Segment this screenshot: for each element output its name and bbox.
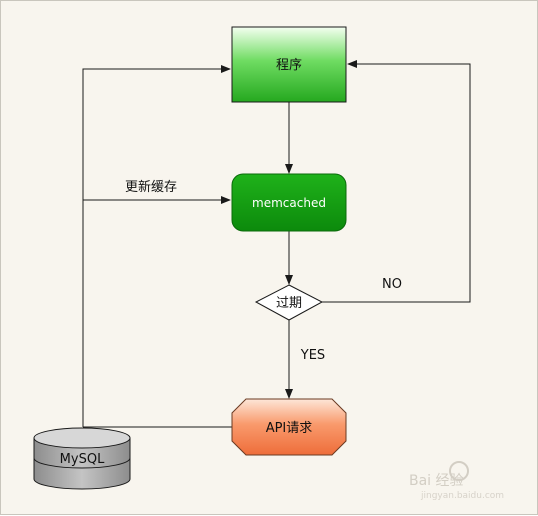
watermark-sub: jingyan.baidu.com (420, 491, 504, 501)
edge-expired-to-program (322, 60, 471, 303)
node-mysql-label: MySQL (60, 452, 105, 467)
node-mysql: MySQL (33, 427, 131, 490)
connectors (82, 60, 471, 428)
watermark: Bai 经验 jingyan.baidu.com (409, 461, 504, 501)
node-expired: 过期 (254, 284, 324, 321)
node-program: 程序 (231, 26, 347, 103)
edge-label-yes: YES (300, 348, 325, 363)
edge-label-update-cache: 更新缓存 (125, 179, 177, 195)
paw-icon (449, 461, 469, 481)
node-api-request: API请求 (231, 398, 347, 456)
node-api-request-label: API请求 (266, 421, 313, 436)
node-expired-label: 过期 (276, 296, 302, 311)
edge-label-no: NO (382, 277, 402, 292)
node-memcached: memcached (231, 173, 347, 232)
node-memcached-label: memcached (252, 196, 326, 210)
edge-mysql-to-program (82, 65, 231, 427)
watermark-text: Bai 经验 (409, 473, 464, 489)
node-program-label: 程序 (276, 58, 302, 73)
